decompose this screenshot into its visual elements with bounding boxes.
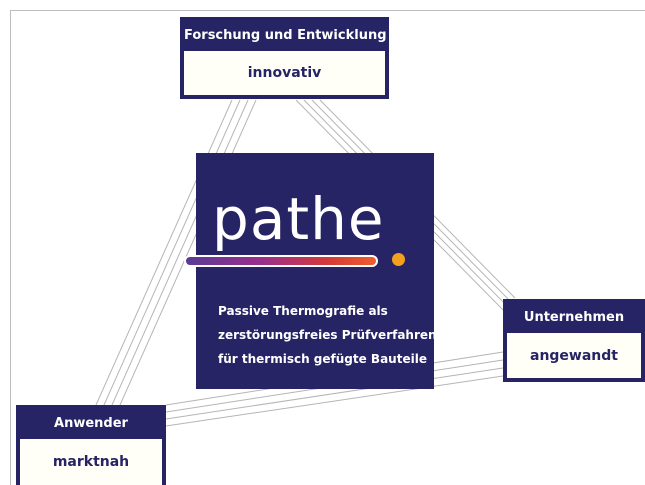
connector-line (95, 99, 233, 406)
unternehmen-title: Unternehmen (507, 303, 641, 333)
unternehmen-box: Unternehmen angewandt (503, 299, 645, 382)
connector-line (119, 99, 257, 406)
forschung-value: innovativ (247, 65, 322, 81)
frame-line (10, 10, 645, 11)
unternehmen-value: angewandt (530, 348, 618, 364)
tagline: Passive Thermografie als zerstörungsfrei… (218, 299, 437, 371)
connector-line (103, 99, 241, 406)
anwender-title: Anwender (20, 409, 162, 439)
tagline-line: zerstörungsfreies Prüfverfahren (218, 328, 437, 342)
anwender-value: marktnah (52, 454, 130, 470)
pathe-logo-panel: pathe Passive Thermografie als zerstörun… (184, 153, 437, 389)
connector-line (165, 367, 504, 420)
logo-dot (392, 253, 405, 266)
connector-line (111, 99, 249, 406)
pathe-logo-wordmark: pathe (212, 185, 385, 253)
connector-line (165, 375, 504, 427)
forschung-box: Forschung und Entwicklung innovativ (180, 17, 389, 99)
tagline-line: Passive Thermografie als (218, 304, 388, 318)
thermal-gradient-bar (184, 255, 378, 267)
tagline-line: für thermisch gefügte Bauteile (218, 352, 427, 366)
forschung-title: Forschung und Entwicklung (184, 21, 387, 51)
anwender-box: Anwender marktnah (16, 405, 166, 485)
frame-line (10, 10, 11, 485)
